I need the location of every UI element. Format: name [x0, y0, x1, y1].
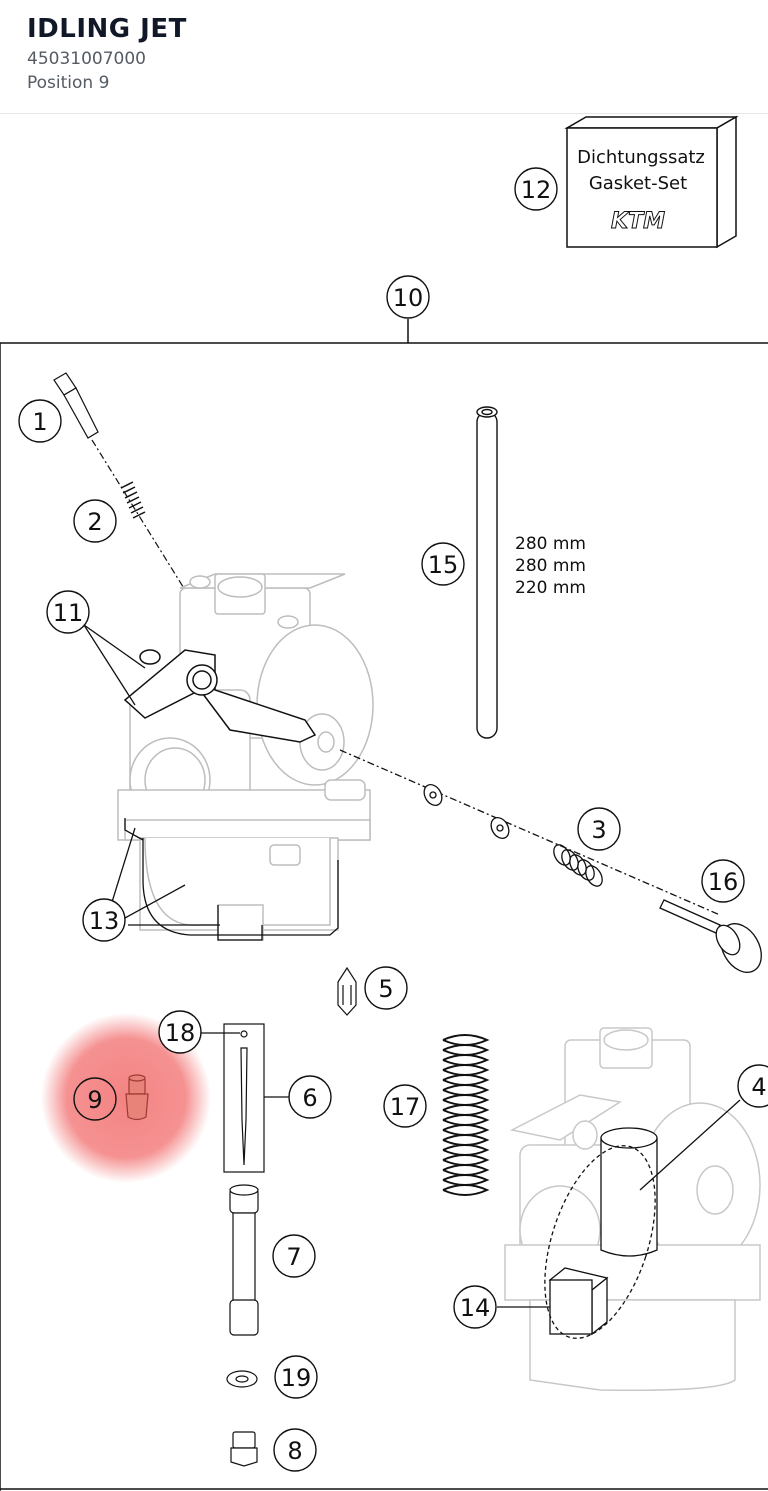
gasket-label-de: Dichtungssatz — [577, 147, 705, 168]
callout-11[interactable]: 11 — [46, 590, 90, 634]
svg-text:16: 16 — [708, 868, 739, 896]
svg-text:2: 2 — [87, 508, 102, 536]
svg-text:13: 13 — [89, 907, 120, 935]
svg-text:14: 14 — [460, 1294, 491, 1322]
part-needle-jet[interactable] — [229, 1184, 259, 1336]
part-tube[interactable] — [476, 406, 498, 739]
part-main-jet[interactable] — [230, 1431, 258, 1467]
ktm-logo: KTM — [611, 209, 665, 234]
svg-text:17: 17 — [390, 1093, 421, 1121]
svg-text:18: 18 — [165, 1019, 196, 1047]
callout-13[interactable]: 13 — [82, 898, 126, 942]
part-jet-needle[interactable] — [195, 1023, 290, 1173]
position-label: Position 9 — [27, 73, 110, 93]
part-seal-block[interactable] — [497, 1267, 609, 1336]
carburetor-body — [117, 573, 374, 941]
leader-13 — [111, 827, 220, 926]
idle-screw-assembly[interactable] — [339, 749, 768, 980]
svg-text:1: 1 — [32, 408, 47, 436]
svg-text:9: 9 — [87, 1086, 102, 1114]
page-title: IDLING JET — [27, 14, 187, 44]
callout-14[interactable]: 14 — [453, 1285, 497, 1329]
callout-9[interactable]: 9 — [73, 1077, 117, 1121]
part-throttle-slide[interactable] — [600, 1099, 741, 1257]
tube-length-1: 280 mm — [515, 534, 586, 554]
svg-text:11: 11 — [53, 599, 84, 627]
callout-17[interactable]: 17 — [383, 1084, 427, 1128]
callout-12[interactable]: 12 — [514, 167, 558, 211]
callouts: 1 2 3 4 5 6 7 8 9 10 11 12 13 14 15 16 1… — [18, 167, 768, 1472]
part-throttle-spring[interactable] — [442, 1034, 490, 1196]
callout-10[interactable]: 10 — [386, 275, 430, 319]
svg-text:7: 7 — [286, 1243, 301, 1271]
part-number: 45031007000 — [27, 49, 146, 69]
svg-text:3: 3 — [591, 816, 606, 844]
svg-text:19: 19 — [281, 1364, 312, 1392]
part-choke-lever[interactable] — [123, 649, 317, 743]
svg-text:8: 8 — [287, 1437, 302, 1465]
part-spring-small[interactable] — [120, 481, 146, 519]
svg-text:10: 10 — [393, 284, 424, 312]
callout-18[interactable]: 18 — [158, 1010, 202, 1054]
svg-text:6: 6 — [302, 1084, 317, 1112]
callout-8[interactable]: 8 — [273, 1428, 317, 1472]
callout-7[interactable]: 7 — [272, 1234, 316, 1278]
assembly-bracket — [0, 319, 768, 1491]
exploded-parts-diagram: Dichtungssatz Gasket-Set KTM — [0, 115, 768, 1491]
tube-length-2: 280 mm — [515, 556, 586, 576]
part-screw[interactable] — [53, 372, 186, 591]
callout-4[interactable]: 4 — [737, 1064, 768, 1108]
callout-16[interactable]: 16 — [701, 859, 745, 903]
svg-text:5: 5 — [378, 975, 393, 1003]
tube-length-3: 220 mm — [515, 578, 586, 598]
slide-group-outline — [544, 1145, 656, 1339]
callout-1[interactable]: 1 — [18, 399, 62, 443]
callout-2[interactable]: 2 — [73, 499, 117, 543]
gasket-label-en: Gasket-Set — [589, 173, 687, 194]
callout-19[interactable]: 19 — [274, 1355, 318, 1399]
svg-text:4: 4 — [751, 1073, 766, 1101]
leader-11 — [83, 624, 146, 706]
svg-text:15: 15 — [428, 551, 459, 579]
callout-6[interactable]: 6 — [288, 1075, 332, 1119]
part-washer[interactable] — [226, 1370, 258, 1388]
callout-3[interactable]: 3 — [577, 807, 621, 851]
part-float-needle[interactable] — [337, 966, 357, 1016]
gasket-set-box[interactable]: Dichtungssatz Gasket-Set KTM — [564, 115, 739, 249]
svg-text:12: 12 — [521, 176, 552, 204]
callout-5[interactable]: 5 — [364, 966, 408, 1010]
part-idling-jet[interactable] — [125, 1074, 149, 1121]
page-header: IDLING JET 45031007000 Position 9 — [0, 0, 768, 114]
callout-15[interactable]: 15 — [421, 542, 465, 586]
